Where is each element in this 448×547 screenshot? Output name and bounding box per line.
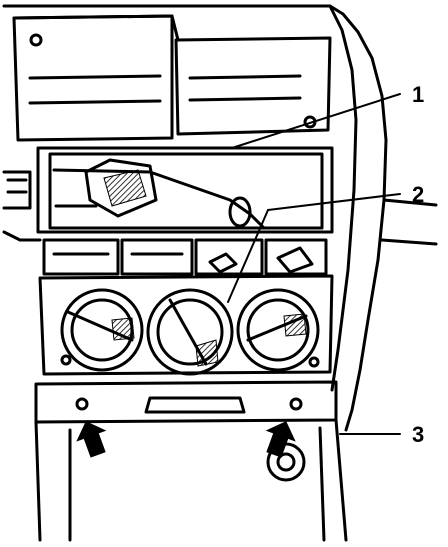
center-knob — [146, 288, 234, 376]
lower-storage-bin — [34, 380, 348, 542]
callout-labels: 1 2 3 — [412, 82, 424, 447]
screw-arrows — [76, 421, 296, 458]
left-arrow-icon — [76, 421, 107, 458]
left-side-vent — [2, 170, 42, 242]
callout-2: 2 — [412, 182, 424, 207]
right-arrow-icon — [265, 421, 296, 458]
hatched-details — [103, 169, 307, 367]
radio-opening — [36, 146, 334, 234]
dashboard-outer-trim — [2, 4, 438, 432]
callout-leader-lines — [227, 93, 401, 435]
left-knob — [60, 288, 144, 372]
callout-3: 3 — [412, 422, 424, 447]
callout-1: 1 — [412, 82, 424, 107]
right-knob — [236, 288, 320, 372]
upper-vent-housing — [12, 14, 332, 142]
switch-row — [42, 238, 328, 276]
climate-control-panel — [38, 274, 334, 376]
